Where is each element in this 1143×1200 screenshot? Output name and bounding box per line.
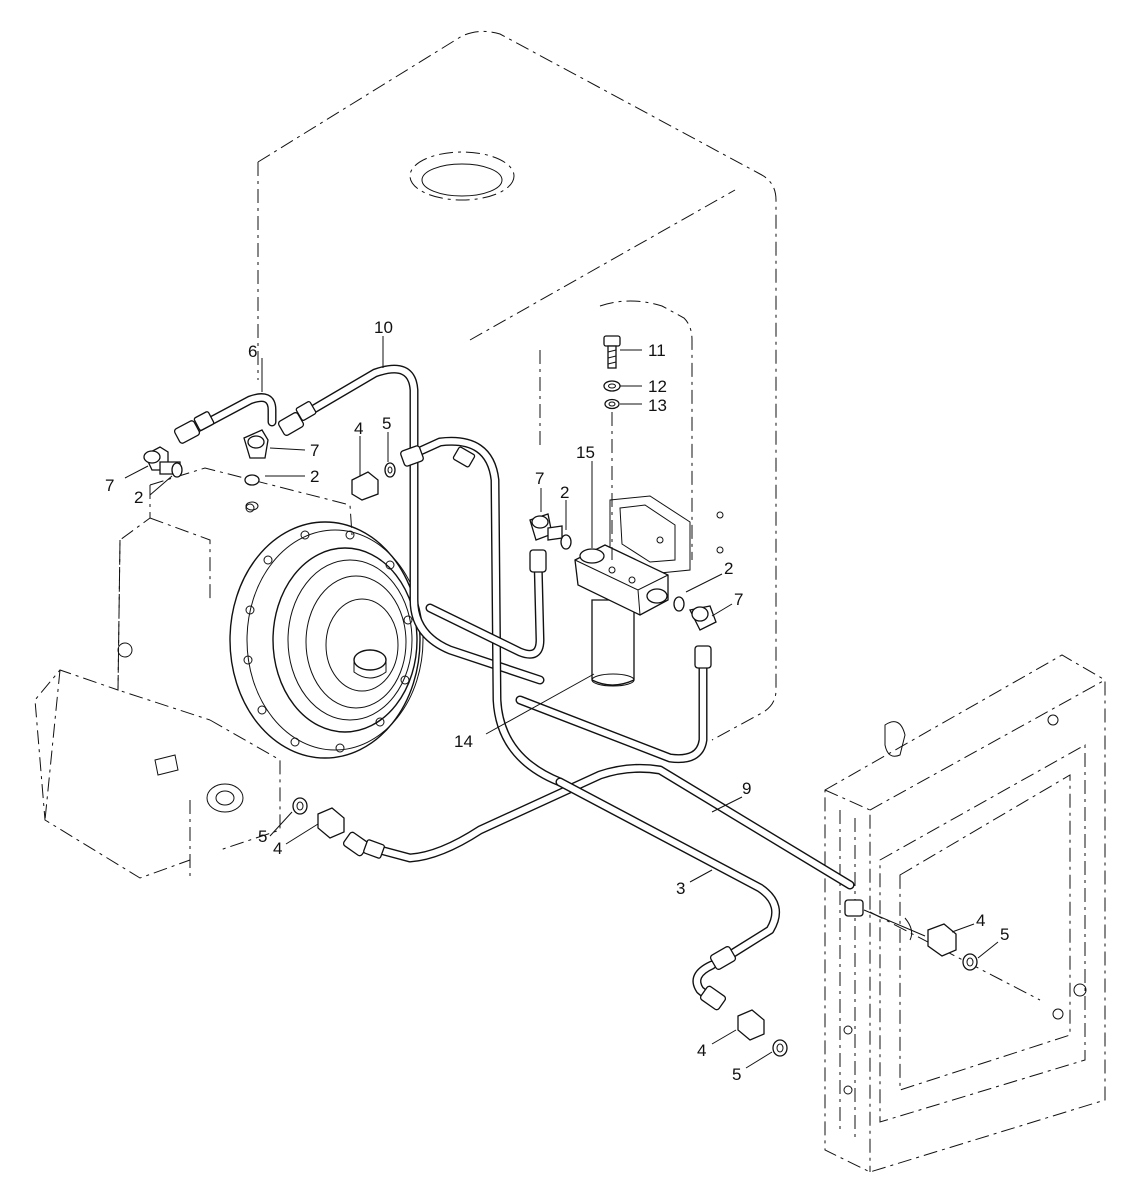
torque-converter [229, 521, 424, 759]
hose-filter-inlet [425, 555, 545, 659]
callout-2: 2 [310, 467, 319, 486]
callout-5: 5 [732, 1065, 741, 1084]
callout-7: 7 [535, 469, 544, 488]
callout-6: 6 [248, 342, 257, 361]
callout-15: 15 [576, 443, 595, 462]
hydraulic-tank [257, 30, 777, 741]
hose-outlet-to-filter [413, 436, 565, 787]
callout-4: 4 [697, 1041, 706, 1060]
transmission-housing [34, 467, 353, 880]
callout-2: 2 [560, 483, 569, 502]
filter-assembly [574, 544, 669, 687]
elbow-fittings [143, 429, 717, 631]
callout-2: 2 [134, 488, 143, 507]
callout-5: 5 [258, 827, 267, 846]
hose-10 [290, 364, 545, 685]
callout-13: 13 [648, 396, 667, 415]
callout-4: 4 [976, 911, 985, 930]
bolt-and-washers [603, 335, 621, 560]
callout-7: 7 [310, 441, 319, 460]
callout-4: 4 [354, 419, 363, 438]
callouts: 6 10 7 2 7 2 4 5 7 2 15 11 12 13 2 7 14 … [105, 318, 1009, 1084]
adapters-and-seals [292, 462, 978, 1057]
callout-10: 10 [374, 318, 393, 337]
callout-11: 11 [648, 341, 666, 360]
callout-3: 3 [676, 879, 685, 898]
hose-3 [555, 777, 781, 1005]
callout-5: 5 [1000, 925, 1009, 944]
hose-fittings [173, 401, 864, 1011]
callout-2: 2 [724, 559, 733, 578]
callout-12: 12 [648, 377, 667, 396]
oil-cooler [824, 654, 1106, 1173]
hose-6 [185, 393, 277, 437]
callout-14: 14 [454, 732, 473, 751]
hose-filter-outlet [515, 655, 708, 764]
callout-4: 4 [273, 839, 282, 858]
callout-5: 5 [382, 414, 391, 433]
leader-lines [124, 336, 999, 1069]
callout-9: 9 [742, 779, 751, 798]
o-rings [171, 462, 685, 612]
callout-7: 7 [734, 590, 743, 609]
hose-9 [375, 763, 855, 890]
callout-7: 7 [105, 476, 114, 495]
